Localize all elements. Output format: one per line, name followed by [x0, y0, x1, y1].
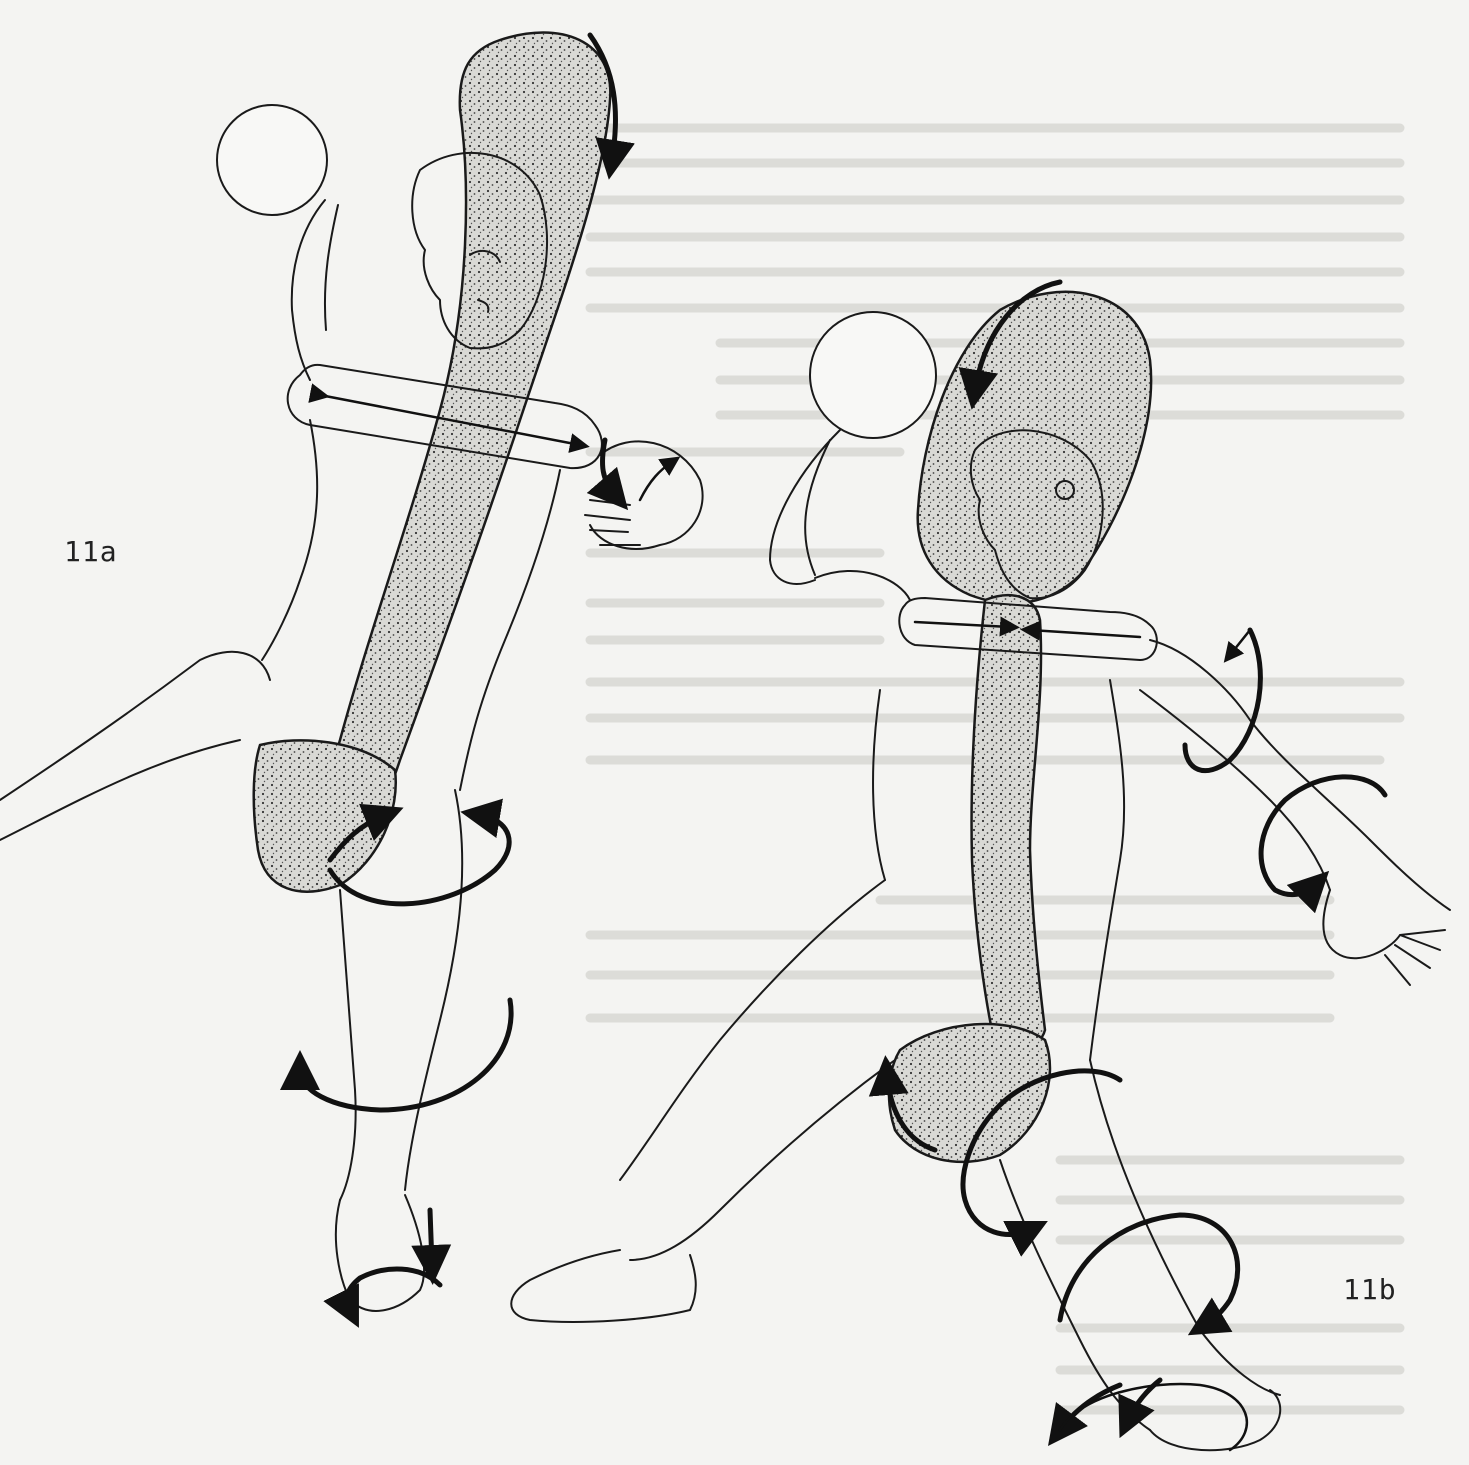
figure-11a	[0, 33, 703, 1311]
knee-rotation-arrow-11a	[300, 1000, 511, 1110]
figure-label-11b: 11b	[1343, 1273, 1397, 1306]
front-arm-11a	[590, 441, 703, 549]
ankle-loop-11b	[1060, 1384, 1247, 1450]
foot-11b	[1150, 1390, 1280, 1450]
elbow-arrow-11b	[1185, 630, 1260, 771]
ball-11b	[810, 312, 936, 438]
pelvis-11b	[889, 1024, 1050, 1162]
hand-11b	[1323, 840, 1450, 985]
body-axis-11a	[327, 33, 611, 842]
heel-arrow-11a	[430, 1210, 432, 1265]
body-axis-11b	[972, 595, 1045, 1050]
back-leg-11a	[0, 652, 270, 840]
shoe-11b	[511, 1250, 696, 1322]
figure-label-11a: 11a	[64, 535, 118, 568]
wrist-curl-arrow-11a	[640, 462, 672, 500]
throwing-arm-11a	[292, 200, 338, 380]
ankle-rotation-arrow-11a	[347, 1269, 440, 1310]
elbow-arrow-head-11b	[1230, 630, 1250, 655]
pelvis-11a	[254, 740, 396, 891]
figure-11b	[511, 282, 1450, 1450]
hand-11a	[585, 500, 640, 545]
ball-11a	[217, 105, 327, 215]
shoulder-arrow-right-11b	[1030, 630, 1140, 637]
